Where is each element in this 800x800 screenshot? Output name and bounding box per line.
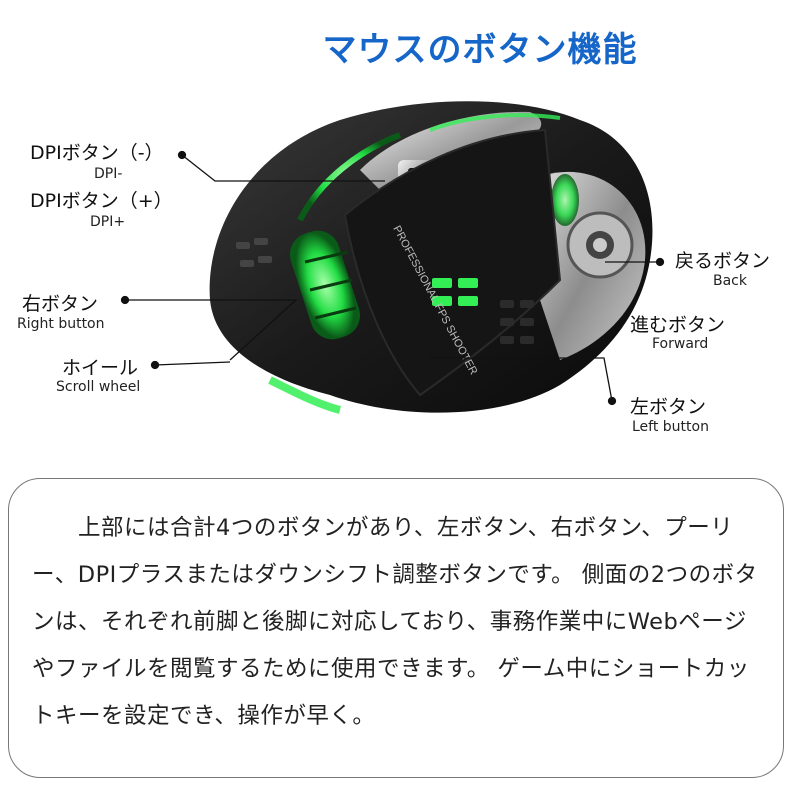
label-forward-button: 進むボタン — [630, 314, 726, 336]
label-forward-button-en: Forward — [652, 336, 709, 352]
glow-strip-left — [297, 132, 402, 222]
side-glow — [551, 174, 579, 226]
label-right-button-en: Right button — [17, 316, 105, 332]
description-box — [8, 478, 784, 778]
label-dpi-minus-en: DPI- — [94, 166, 123, 182]
label-back-button: 戻るボタン — [675, 250, 771, 272]
label-scroll-wheel: ホイール — [62, 357, 139, 379]
page-title: マウスのボタン機能 — [322, 30, 638, 70]
description-text: 上部には合計4つのボタンがあり、左ボタン、右ボタン、プーリー、DPIプラスまたは… — [32, 515, 758, 729]
label-dpi-minus: DPIボタン（-） — [30, 142, 164, 164]
label-back-button-en: Back — [713, 273, 747, 289]
label-left-button-en: Left button — [632, 419, 709, 435]
gaming-mouse-image: PROFESSIONAL FPS SHOOTER — [120, 101, 665, 414]
label-dpi-plus: DPIボタン（+） — [30, 190, 173, 212]
label-dpi-plus-en: DPI+ — [90, 214, 126, 230]
bottom-glow — [268, 376, 342, 414]
label-right-button: 右ボタン — [22, 293, 99, 315]
left-button-plate — [343, 128, 562, 397]
label-scroll-wheel-en: Scroll wheel — [56, 379, 141, 395]
glow-strip-top — [429, 113, 561, 132]
label-left-button: 左ボタン — [630, 396, 707, 418]
